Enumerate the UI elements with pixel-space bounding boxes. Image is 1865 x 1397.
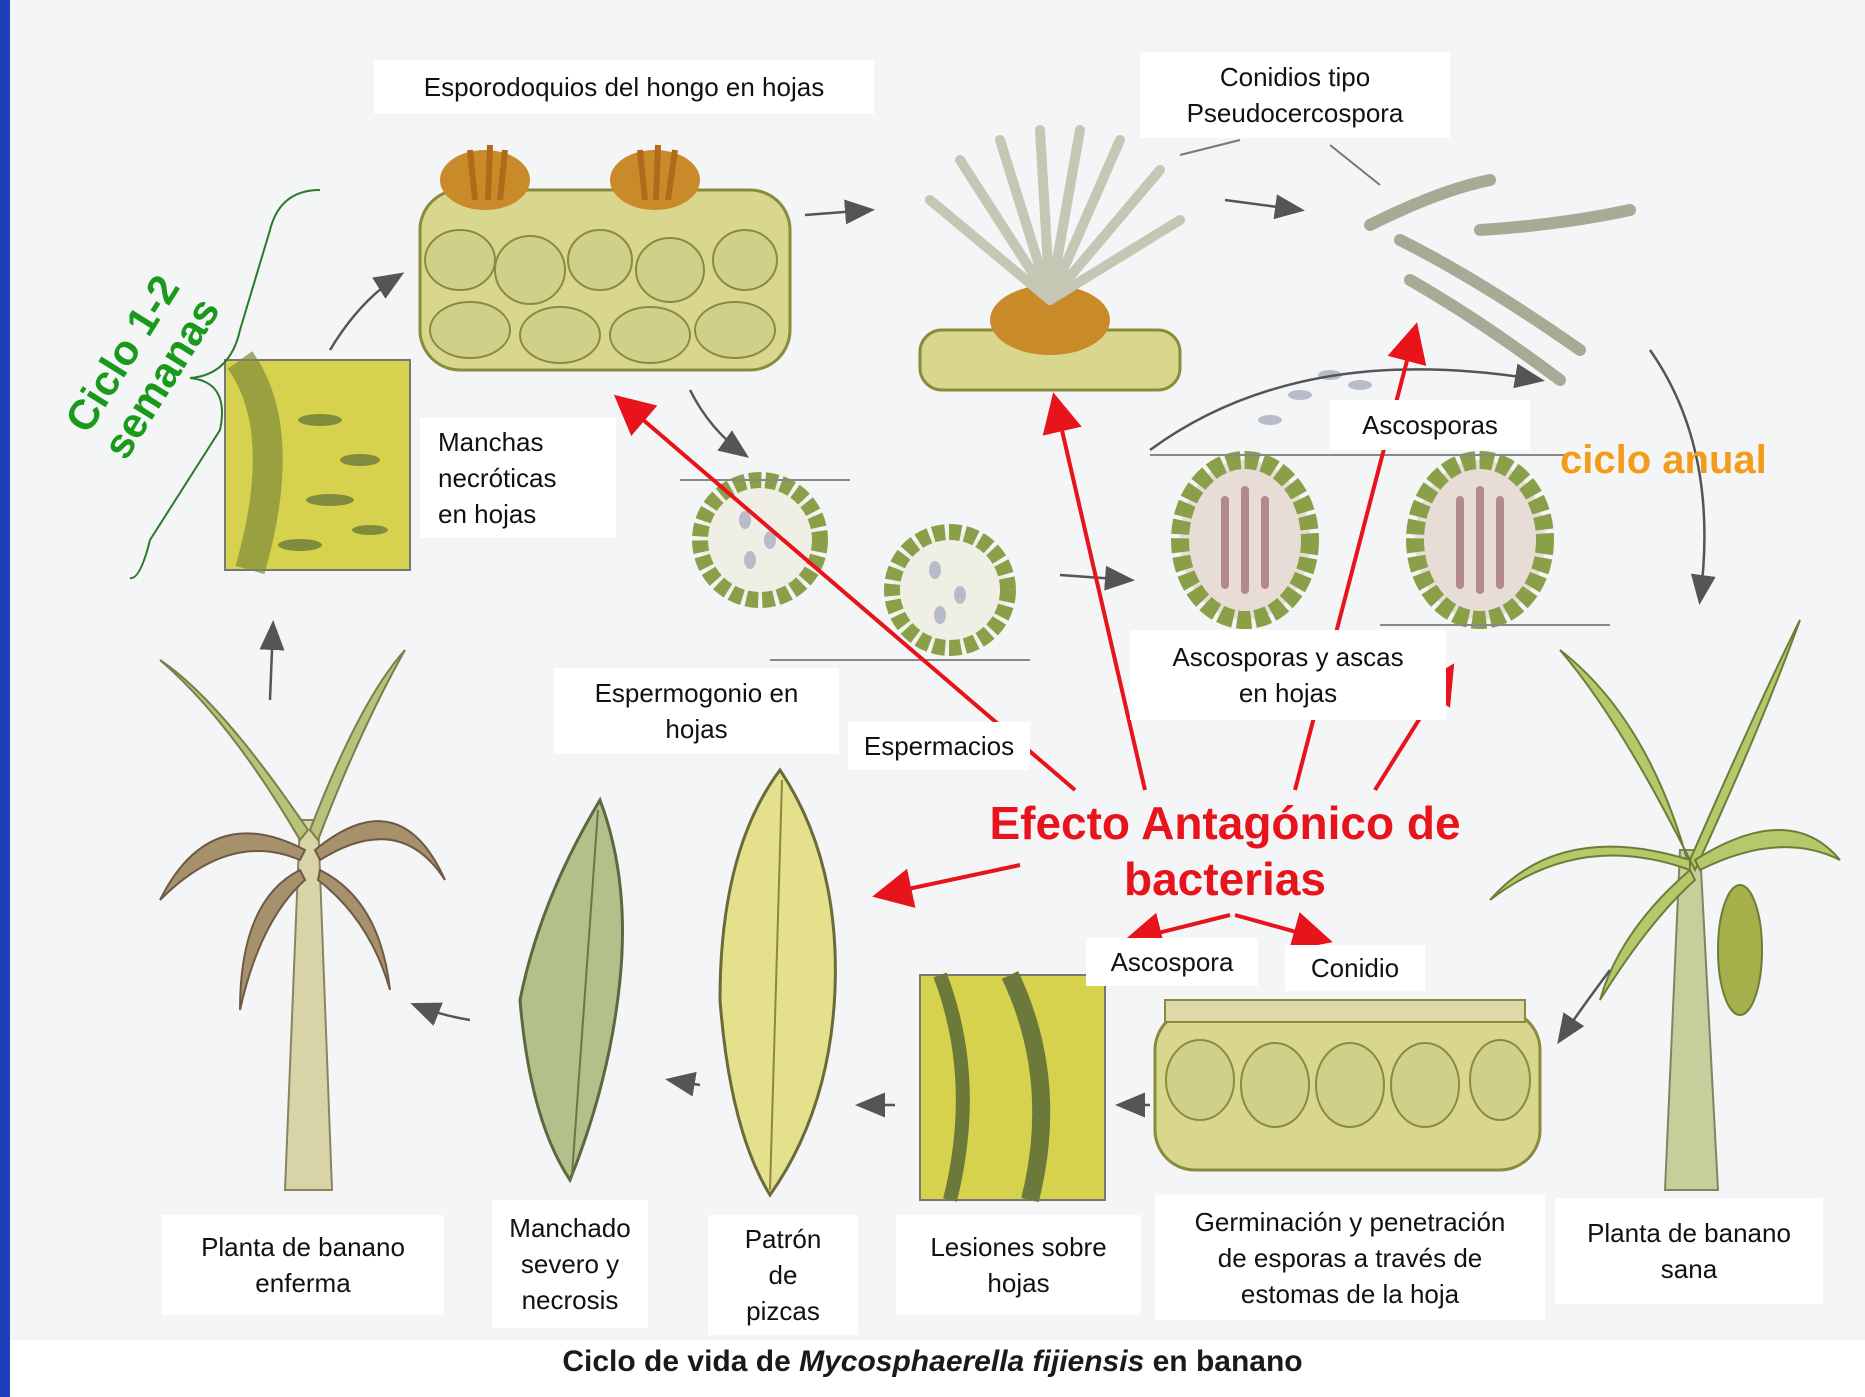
label-lesiones-line2: hojas <box>987 1265 1049 1301</box>
label-espermacios: Espermacios <box>848 722 1030 770</box>
label-germinacion-line1: Germinación y penetración <box>1195 1204 1506 1240</box>
label-conidio: Conidio <box>1285 945 1425 991</box>
figure-caption: Ciclo de vida de Mycosphaerella fijiensi… <box>0 1345 1865 1379</box>
label-manchado-line2: severo y <box>521 1246 619 1282</box>
label-esporodoquios: Esporodoquios del hongo en hojas <box>374 60 874 114</box>
label-conidios-line2: Pseudocercospora <box>1187 95 1404 131</box>
label-manchas-line1: Manchas <box>438 424 544 460</box>
label-manchado: Manchado severo y necrosis <box>492 1200 648 1328</box>
caption-prefix: Ciclo de vida de <box>562 1345 799 1378</box>
label-patron: Patrón de pizcas <box>708 1215 858 1335</box>
label-planta-sana: Planta de banano sana <box>1555 1198 1823 1304</box>
bacterial-antagonism-line2: bacterias <box>960 851 1490 907</box>
label-manchas-line3: en hojas <box>438 496 536 532</box>
label-ascosporas: Ascosporas <box>1330 400 1530 450</box>
severe-necrosis-leaf-illustration <box>520 800 623 1180</box>
caption-suffix: en banano <box>1144 1345 1302 1378</box>
label-espermacios-text: Espermacios <box>864 728 1014 764</box>
annual-cycle-callout: ciclo anual <box>1560 438 1860 482</box>
label-ascosporas-ascas-line1: Ascosporas y ascas <box>1172 639 1403 675</box>
label-patron-line3: pizcas <box>746 1293 820 1329</box>
label-planta-sana-line1: Planta de banano <box>1587 1215 1791 1251</box>
label-planta-sana-line2: sana <box>1661 1251 1717 1287</box>
lesion-leaf-patch-illustration <box>920 975 1105 1200</box>
label-planta-enferma-line2: enferma <box>255 1265 350 1301</box>
label-pointer-lines <box>1180 140 1380 185</box>
caption-species: Mycosphaerella fijiensis <box>799 1345 1144 1378</box>
label-ascosporas-ascas-line2: en hojas <box>1239 675 1337 711</box>
label-ascospora-text: Ascospora <box>1111 944 1234 980</box>
label-espermogonio: Espermogonio en hojas <box>554 668 839 754</box>
healthy-banana-plant-illustration <box>1490 620 1840 1190</box>
bacterial-antagonism-callout: Efecto Antagónico de bacterias <box>960 795 1490 907</box>
label-esporodoquios-text: Esporodoquios del hongo en hojas <box>424 69 824 105</box>
label-germinacion-line3: estomas de la hoja <box>1241 1276 1459 1312</box>
spermogonium-illustration <box>680 480 1030 660</box>
sporodochia-illustration <box>420 145 790 370</box>
label-lesiones-line1: Lesiones sobre <box>930 1229 1106 1265</box>
label-ascospora: Ascospora <box>1086 938 1258 986</box>
sick-banana-plant-illustration <box>160 650 445 1190</box>
label-patron-line2: de <box>769 1257 798 1293</box>
germination-cells-illustration <box>1155 1000 1540 1170</box>
conidiophore-illustration <box>920 130 1180 390</box>
label-conidio-text: Conidio <box>1311 950 1399 986</box>
label-conidios-line1: Conidios tipo <box>1220 59 1370 95</box>
label-planta-enferma: Planta de banano enferma <box>162 1215 444 1315</box>
label-manchado-line1: Manchado <box>509 1210 630 1246</box>
label-ascosporas-text: Ascosporas <box>1362 407 1498 443</box>
label-manchas-line2: necróticas <box>438 460 557 496</box>
bacterial-antagonism-line1: Efecto Antagónico de <box>960 795 1490 851</box>
label-germinacion: Germinación y penetración de esporas a t… <box>1155 1195 1545 1320</box>
label-ascosporas-ascas: Ascosporas y ascas en hojas <box>1130 630 1446 720</box>
label-germinacion-line2: de esporas a través de <box>1218 1240 1483 1276</box>
necrotic-leaf-patch-illustration <box>225 360 410 570</box>
label-patron-line1: Patrón <box>745 1221 822 1257</box>
label-lesiones: Lesiones sobre hojas <box>896 1215 1141 1315</box>
label-manchado-line3: necrosis <box>522 1282 619 1318</box>
label-conidios: Conidios tipo Pseudocercospora <box>1140 52 1450 138</box>
label-planta-enferma-line1: Planta de banano <box>201 1229 405 1265</box>
streak-pattern-leaf-illustration <box>720 770 835 1195</box>
label-espermogonio-line2: hojas <box>665 711 727 747</box>
label-espermogonio-line1: Espermogonio en <box>595 675 799 711</box>
annual-cycle-callout-text: ciclo anual <box>1560 438 1767 482</box>
label-manchas: Manchas necróticas en hojas <box>420 418 616 538</box>
